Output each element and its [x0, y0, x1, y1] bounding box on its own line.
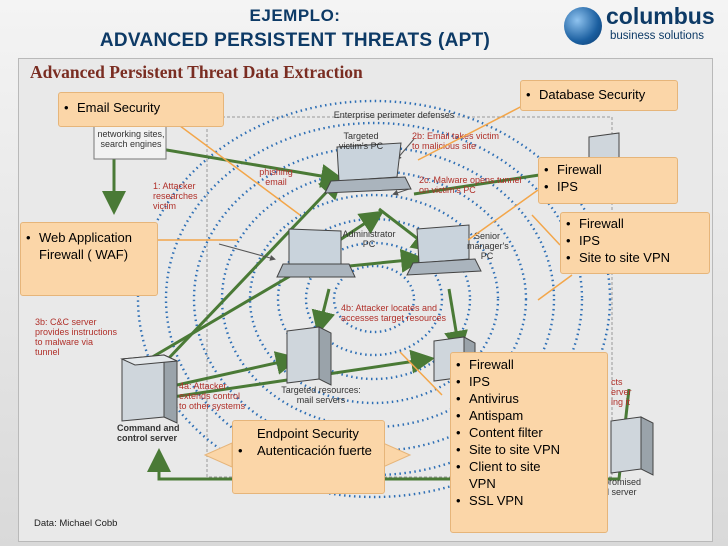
callout-waf: Web Application Firewall ( WAF)	[20, 222, 158, 296]
arrow-cnc-resources	[158, 351, 300, 391]
callout-net-ips: IPS	[451, 373, 607, 390]
pointer-network	[399, 351, 443, 396]
step-1-label: 1: Attacker researches victim	[153, 181, 198, 211]
pointer-firewall-ips	[467, 189, 539, 241]
callout-waf-item: Web Application Firewall ( WAF)	[21, 229, 157, 263]
node-senior-pc: Senior manager's PC	[467, 231, 509, 261]
ring-8	[136, 99, 612, 499]
callout-database-item: Database Security	[521, 86, 677, 103]
logo-name: columbus	[606, 3, 715, 29]
step-4b-label: 4b: Attacker locates and accesses target…	[341, 303, 447, 323]
ring-4	[248, 193, 500, 405]
step-4a-label: 4a: Attacker extends control to other sy…	[179, 381, 246, 411]
callout-endpoint-security: Endpoint Security Autenticación fuerte	[232, 420, 385, 494]
callout-net-firewall: Firewall	[451, 356, 607, 373]
node-targeted-pc: Targeted victim's PC	[338, 131, 384, 151]
callout-net-ssl-vpn: SSL VPN	[451, 492, 607, 509]
perimeter-label: Enterprise perimeter defenses	[333, 110, 455, 120]
callout-net-antispam: Antispam	[451, 407, 607, 424]
callout-firewall-ips: Firewall IPS	[538, 157, 678, 204]
step-2a-label: phishing email	[259, 167, 293, 187]
callout-vpn-ips-item: IPS	[561, 232, 709, 249]
callout-net-client-vpn: Client to site VPN	[451, 458, 607, 492]
step-2c-label: 2c: Malware opens tunnel on victim's PC	[419, 175, 522, 195]
laptop-targeted-icon	[324, 142, 412, 194]
ring-1	[332, 264, 416, 334]
arrow-admin-resources	[311, 288, 336, 335]
callout-firewall-vpn: Firewall IPS Site to site VPN	[560, 212, 710, 274]
pointer-email	[167, 116, 301, 216]
callout-firewall-item: Firewall	[539, 161, 677, 178]
slide-title-line1: EJEMPLO:	[249, 6, 341, 25]
ring-3	[276, 217, 472, 381]
callout-net-antivirus: Antivirus	[451, 390, 607, 407]
callout-net-content-filter: Content filter	[451, 424, 607, 441]
endpoint-arrow-right	[382, 442, 412, 468]
pointer-vpn-a	[531, 214, 561, 246]
step-right-label: cts erver ing it	[611, 377, 632, 407]
callout-ips-item: IPS	[539, 178, 677, 195]
diagram-title: Advanced Persistent Threat Data Extracti…	[30, 62, 363, 82]
callout-network-security: Firewall IPS Antivirus Antispam Content …	[450, 352, 608, 533]
perimeter-border	[206, 116, 613, 478]
globe-icon	[564, 7, 602, 45]
callout-database-security: Database Security	[520, 80, 678, 111]
callout-net-site-vpn: Site to site VPN	[451, 441, 607, 458]
company-logo: columbus business solutions	[556, 3, 726, 51]
server-cnc-icon	[120, 354, 179, 424]
step-3b-label: 3b: C&C server provides instructions to …	[35, 317, 118, 357]
ring-7	[164, 121, 584, 477]
server-compromised-bottom-icon	[610, 416, 654, 476]
node-cnc-server: Command and control server	[117, 423, 180, 443]
callout-email-security: Email Security	[58, 92, 224, 127]
callout-endpoint-auth-item: Autenticación fuerte	[233, 442, 384, 459]
node-targeted-resources: Targeted resources: mail servers	[281, 385, 361, 405]
callout-endpoint-title: Endpoint Security	[257, 426, 359, 441]
callout-email-item: Email Security	[59, 99, 223, 116]
ring-2	[304, 241, 444, 357]
laptop-senior-icon	[406, 224, 482, 276]
callout-vpn-site-item: Site to site VPN	[561, 249, 709, 266]
pointer-vpn-b	[537, 274, 573, 301]
server-resources-icon	[286, 326, 332, 386]
pointer-database	[417, 102, 529, 161]
laptop-admin-icon	[276, 228, 356, 278]
endpoint-arrow-left	[203, 442, 233, 468]
slide-title-line2: ADVANCED PERSISTENT THREATS (APT)	[99, 30, 491, 51]
diagram-caption: Data: Michael Cobb	[34, 518, 118, 529]
arrow-cnc-victim	[147, 174, 344, 381]
node-admin-pc: Administrator PC	[342, 229, 396, 249]
callout-vpn-firewall-item: Firewall	[561, 215, 709, 232]
logo-tagline: business solutions	[610, 30, 704, 42]
